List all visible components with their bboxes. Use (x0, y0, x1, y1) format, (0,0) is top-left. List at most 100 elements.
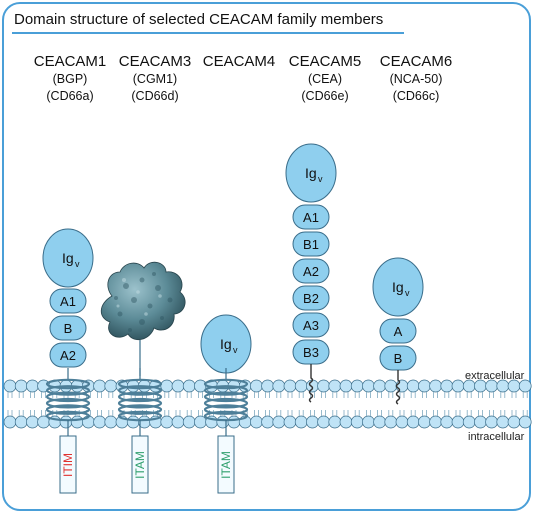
domain-a2-label: A2 (60, 348, 76, 363)
domain-a1-label: A1 (303, 210, 319, 225)
helix-turn (203, 391, 249, 403)
member-name: CEACAM4 (202, 53, 276, 70)
domain-a1 (49, 288, 87, 314)
lipid-head (272, 379, 286, 393)
igv-domain (42, 228, 94, 288)
lipid-head (328, 379, 342, 393)
domain-a2 (292, 258, 330, 284)
lipid-head (395, 379, 409, 393)
member-alias: (BGP) (52, 72, 88, 86)
helix-turn (45, 397, 91, 409)
lipid-head (26, 379, 39, 393)
helix-turn (203, 404, 249, 415)
member-name: CEACAM1 (33, 53, 107, 70)
lipid-head (261, 415, 274, 429)
lipid-head (507, 415, 521, 429)
lipid-head (362, 379, 375, 393)
lipid-head (462, 415, 476, 429)
helix-turn (203, 378, 249, 390)
lipid-head (3, 415, 17, 429)
cytoplasmic-tail (131, 435, 149, 494)
helix-turn (203, 397, 249, 409)
lipid-head (26, 415, 39, 429)
lipid-head (93, 379, 106, 393)
member-name: CEACAM5 (288, 53, 362, 70)
lipid-head (373, 379, 386, 393)
protein-surface-texture (114, 272, 173, 332)
domain-a1 (292, 204, 330, 230)
extracellular-label: extracellular (465, 370, 525, 382)
lipid-head (384, 379, 398, 393)
helix-turn (117, 391, 163, 403)
helix-turn (45, 404, 91, 415)
lipid-head (317, 415, 330, 429)
lipid-head (272, 415, 286, 429)
header-ceacam4: CEACAM4 (184, 52, 294, 71)
domain-b3-label: B3 (303, 345, 319, 360)
domain-a (379, 318, 417, 344)
lipid-head (496, 415, 510, 429)
helix-turn (117, 404, 163, 415)
header-ceacam6: CEACAM6 (NCA-50) (CD66c) (361, 52, 471, 105)
lipid-head (14, 379, 28, 393)
domain-a3-label: A3 (303, 318, 319, 333)
protein-surface-model (100, 261, 186, 341)
member-alias: (CD66a) (46, 89, 94, 103)
domain-b2-label: B2 (303, 291, 319, 306)
header-ceacam1: CEACAM1 (BGP) (CD66a) (18, 52, 122, 105)
lipid-head (395, 415, 409, 429)
lipid-head (406, 379, 420, 393)
igv-subscript: v (405, 288, 410, 298)
helix-turn (117, 378, 163, 390)
lipid-head (93, 415, 106, 429)
domain-a-label: A (394, 324, 403, 339)
figure-title: Domain structure of selected CEACAM fami… (14, 11, 384, 28)
igv-domain (372, 257, 424, 317)
lipid-head (283, 415, 297, 429)
lipid-head (362, 415, 375, 429)
lipid-head (440, 379, 454, 393)
helix-turn (117, 397, 163, 409)
helix-turn (117, 385, 163, 396)
domain-b2 (292, 285, 330, 311)
lipid-head (294, 415, 308, 429)
domain-b-label: B (394, 351, 403, 366)
lipid-head (250, 415, 263, 429)
lipid-head (182, 415, 196, 429)
lipid-head (294, 379, 308, 393)
lipid-head (418, 379, 431, 393)
lipid-head (429, 415, 442, 429)
member-alias: (CD66d) (131, 89, 179, 103)
lipid-head (350, 415, 364, 429)
domain-b-label: B (64, 321, 73, 336)
lipid-head (339, 379, 353, 393)
lipid-head (126, 415, 140, 429)
member-alias: (CEA) (307, 72, 343, 86)
lipid-head (194, 415, 207, 429)
itim-motif-label: ITIM (61, 453, 75, 477)
lipid-head (373, 415, 386, 429)
igv-label: Ig (305, 165, 317, 181)
itam-motif-label: ITAM (219, 451, 233, 479)
lipid-head (306, 415, 319, 429)
lipid-head (14, 415, 28, 429)
igv-label: Ig (220, 336, 232, 352)
lipid-head (485, 415, 498, 429)
intracellular-label: intracellular (468, 431, 525, 443)
header-ceacam5: CEACAM5 (CEA) (CD66e) (270, 52, 380, 105)
ceacam1-structure: Ig v A1 B A2 ITIM (42, 228, 94, 494)
member-name: CEACAM3 (118, 53, 192, 70)
lipid-head (518, 379, 532, 393)
ceacam5-structure: Ig v A1 B1 A2 B2 A3 B3 (285, 143, 337, 403)
header-ceacam3: CEACAM3 (CGM1) (CD66d) (100, 52, 210, 105)
igv-subscript: v (318, 174, 323, 184)
igv-subscript: v (75, 259, 80, 269)
lipid-head (406, 415, 420, 429)
lipid-head (451, 415, 465, 429)
protein-surface-highlights (116, 278, 162, 316)
transmembrane-helix (203, 368, 249, 436)
igv-subscript: v (233, 345, 238, 355)
member-name: CEACAM6 (379, 53, 453, 70)
domain-b (49, 315, 87, 341)
